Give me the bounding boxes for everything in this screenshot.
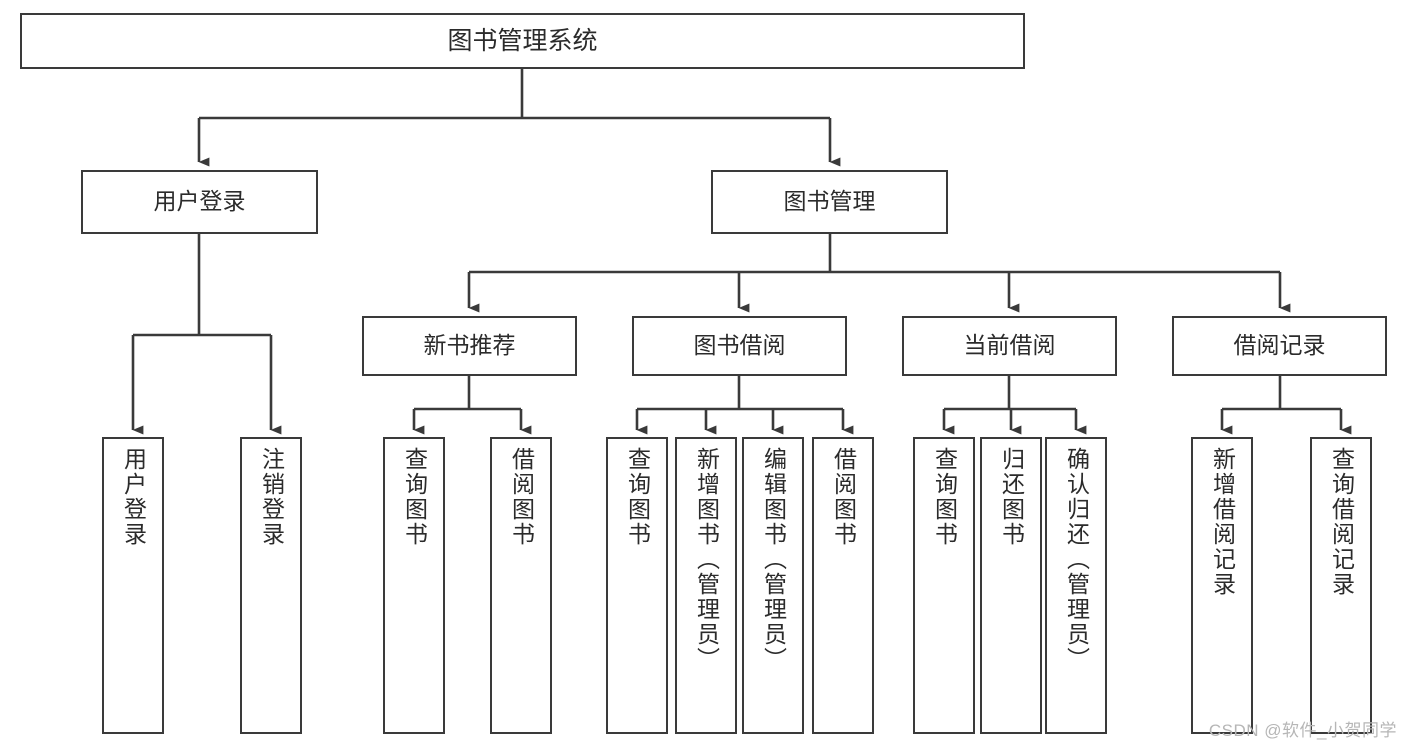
node-borrow-record[interactable]: 借阅记录 bbox=[1172, 316, 1387, 376]
node-current-borrow-label: 当前借阅 bbox=[963, 332, 1056, 359]
leaf-cb-query-book-label: 查询图书 bbox=[931, 447, 958, 547]
leaf-logout[interactable]: 注销登录 bbox=[240, 437, 302, 734]
leaf-nb-borrow-book[interactable]: 借阅图书 bbox=[490, 437, 552, 734]
node-book-management-label: 图书管理 bbox=[783, 188, 876, 215]
watermark-csdn: CSDN @软件_小贺同学 bbox=[1208, 721, 1397, 740]
node-root-label: 图书管理系统 bbox=[447, 27, 598, 55]
leaf-bb-edit-book[interactable]: 编辑图书（管理员） bbox=[742, 437, 804, 734]
node-user-login-label: 用户登录 bbox=[153, 188, 246, 215]
leaf-user-login[interactable]: 用户登录 bbox=[102, 437, 164, 734]
leaf-nb-borrow-book-label: 借阅图书 bbox=[508, 447, 535, 547]
node-book-management[interactable]: 图书管理 bbox=[711, 170, 948, 234]
leaf-bb-borrow-book-label: 借阅图书 bbox=[830, 447, 857, 547]
leaf-cb-return-book-label: 归还图书 bbox=[998, 447, 1025, 547]
leaf-user-login-label: 用户登录 bbox=[120, 447, 147, 547]
node-borrow-record-label: 借阅记录 bbox=[1233, 332, 1326, 359]
node-root-book-management-system[interactable]: 图书管理系统 bbox=[20, 13, 1025, 69]
leaf-cb-confirm-return-label: 确认归还（管理员） bbox=[1063, 447, 1090, 672]
leaf-bb-query-book-label: 查询图书 bbox=[624, 447, 651, 547]
leaf-nb-query-book-label: 查询图书 bbox=[401, 447, 428, 547]
node-user-login[interactable]: 用户登录 bbox=[81, 170, 318, 234]
leaf-bb-add-book-label: 新增图书（管理员） bbox=[693, 447, 720, 672]
leaf-br-add-record-label: 新增借阅记录 bbox=[1209, 447, 1236, 597]
node-new-book-recommend-label: 新书推荐 bbox=[423, 332, 516, 359]
leaf-br-query-record[interactable]: 查询借阅记录 bbox=[1310, 437, 1372, 734]
leaf-bb-add-book[interactable]: 新增图书（管理员） bbox=[675, 437, 737, 734]
leaf-bb-borrow-book[interactable]: 借阅图书 bbox=[812, 437, 874, 734]
leaf-bb-query-book[interactable]: 查询图书 bbox=[606, 437, 668, 734]
node-current-borrow[interactable]: 当前借阅 bbox=[902, 316, 1117, 376]
node-book-borrow-label: 图书借阅 bbox=[693, 332, 786, 359]
leaf-br-query-record-label: 查询借阅记录 bbox=[1328, 447, 1355, 597]
leaf-cb-query-book[interactable]: 查询图书 bbox=[913, 437, 975, 734]
leaf-nb-query-book[interactable]: 查询图书 bbox=[383, 437, 445, 734]
leaf-bb-edit-book-label: 编辑图书（管理员） bbox=[760, 447, 787, 672]
leaf-cb-return-book[interactable]: 归还图书 bbox=[980, 437, 1042, 734]
node-new-book-recommend[interactable]: 新书推荐 bbox=[362, 316, 577, 376]
leaf-cb-confirm-return[interactable]: 确认归还（管理员） bbox=[1045, 437, 1107, 734]
node-book-borrow[interactable]: 图书借阅 bbox=[632, 316, 847, 376]
leaf-logout-label: 注销登录 bbox=[258, 447, 285, 547]
leaf-br-add-record[interactable]: 新增借阅记录 bbox=[1191, 437, 1253, 734]
